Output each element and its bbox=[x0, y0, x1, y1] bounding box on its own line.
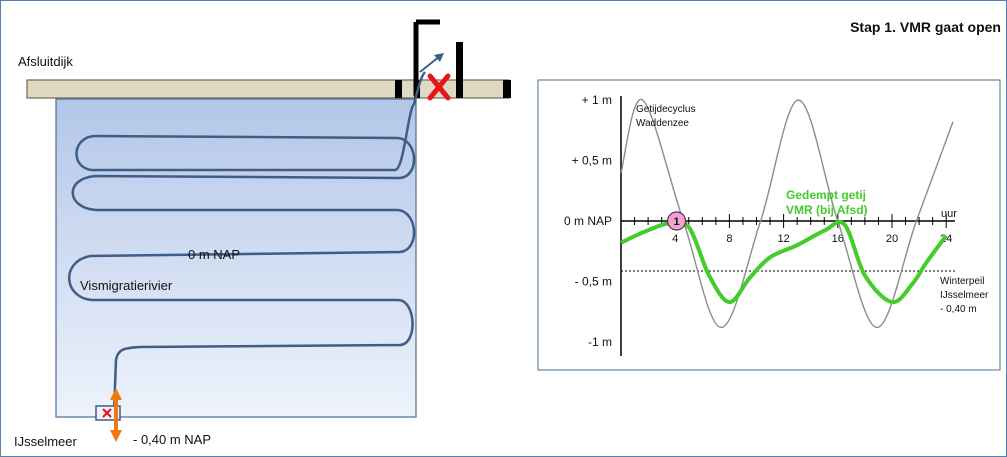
x-tick-label: 4 bbox=[672, 233, 678, 245]
flow-arrow-icon bbox=[419, 55, 441, 73]
y-tick-label: + 0,5 m bbox=[572, 154, 612, 168]
y-tick-label: -1 m bbox=[588, 335, 612, 349]
flow-arrowhead-icon bbox=[434, 53, 444, 62]
winter-label-line2: IJsselmeer bbox=[940, 290, 989, 301]
x-axis-unit-label: uur bbox=[941, 208, 957, 220]
damped-label-line1: Gedempt getij bbox=[786, 188, 866, 202]
chart-frame bbox=[537, 79, 1001, 371]
series-line-wadden-tide bbox=[620, 99, 954, 329]
dike-label: Afsluitdijk bbox=[18, 54, 73, 69]
river-label: Vismigratierivier bbox=[80, 278, 173, 293]
step-marker-label: 1 bbox=[673, 216, 679, 228]
winter-label-line3: - 0,40 m bbox=[940, 304, 977, 315]
step-marker bbox=[666, 211, 687, 231]
lake-label: IJsselmeer bbox=[14, 434, 77, 449]
x-tick-label: 8 bbox=[726, 233, 732, 245]
page-title: Stap 1. VMR gaat open bbox=[850, 19, 1001, 35]
orange-double-arrow-icon bbox=[110, 388, 122, 442]
y-tick-label: 0 m NAP bbox=[564, 214, 612, 228]
x-tick-label: 20 bbox=[886, 233, 898, 245]
y-tick-label: - 0,5 m bbox=[575, 275, 612, 289]
x-tick-label: 12 bbox=[777, 233, 789, 245]
gate-pillar bbox=[456, 42, 463, 98]
dike-sluice-block-left bbox=[395, 80, 402, 98]
wadden-label-line2: Waddenzee bbox=[636, 118, 689, 129]
lake-level-label: - 0,40 m NAP bbox=[133, 432, 212, 447]
dike-end-block bbox=[503, 80, 511, 98]
damped-label-line2: VMR (bij Afsd) bbox=[786, 203, 868, 217]
inlet-cross-icon bbox=[102, 408, 112, 418]
x-tick-label: 16 bbox=[832, 233, 844, 245]
winter-label-line1: Winterpeil bbox=[940, 276, 984, 287]
fish-migration-river bbox=[68, 71, 427, 413]
gate-structure bbox=[413, 19, 440, 96]
closed-cross-icon bbox=[427, 73, 451, 101]
wadden-label-line1: Getijdecyclus bbox=[636, 104, 695, 115]
y-ticks: + 1 m + 0,5 m 0 m NAP - 0,5 m -1 m bbox=[564, 93, 612, 349]
y-tick-label: + 1 m bbox=[582, 93, 612, 107]
water-level-label: 0 m NAP bbox=[188, 247, 241, 262]
